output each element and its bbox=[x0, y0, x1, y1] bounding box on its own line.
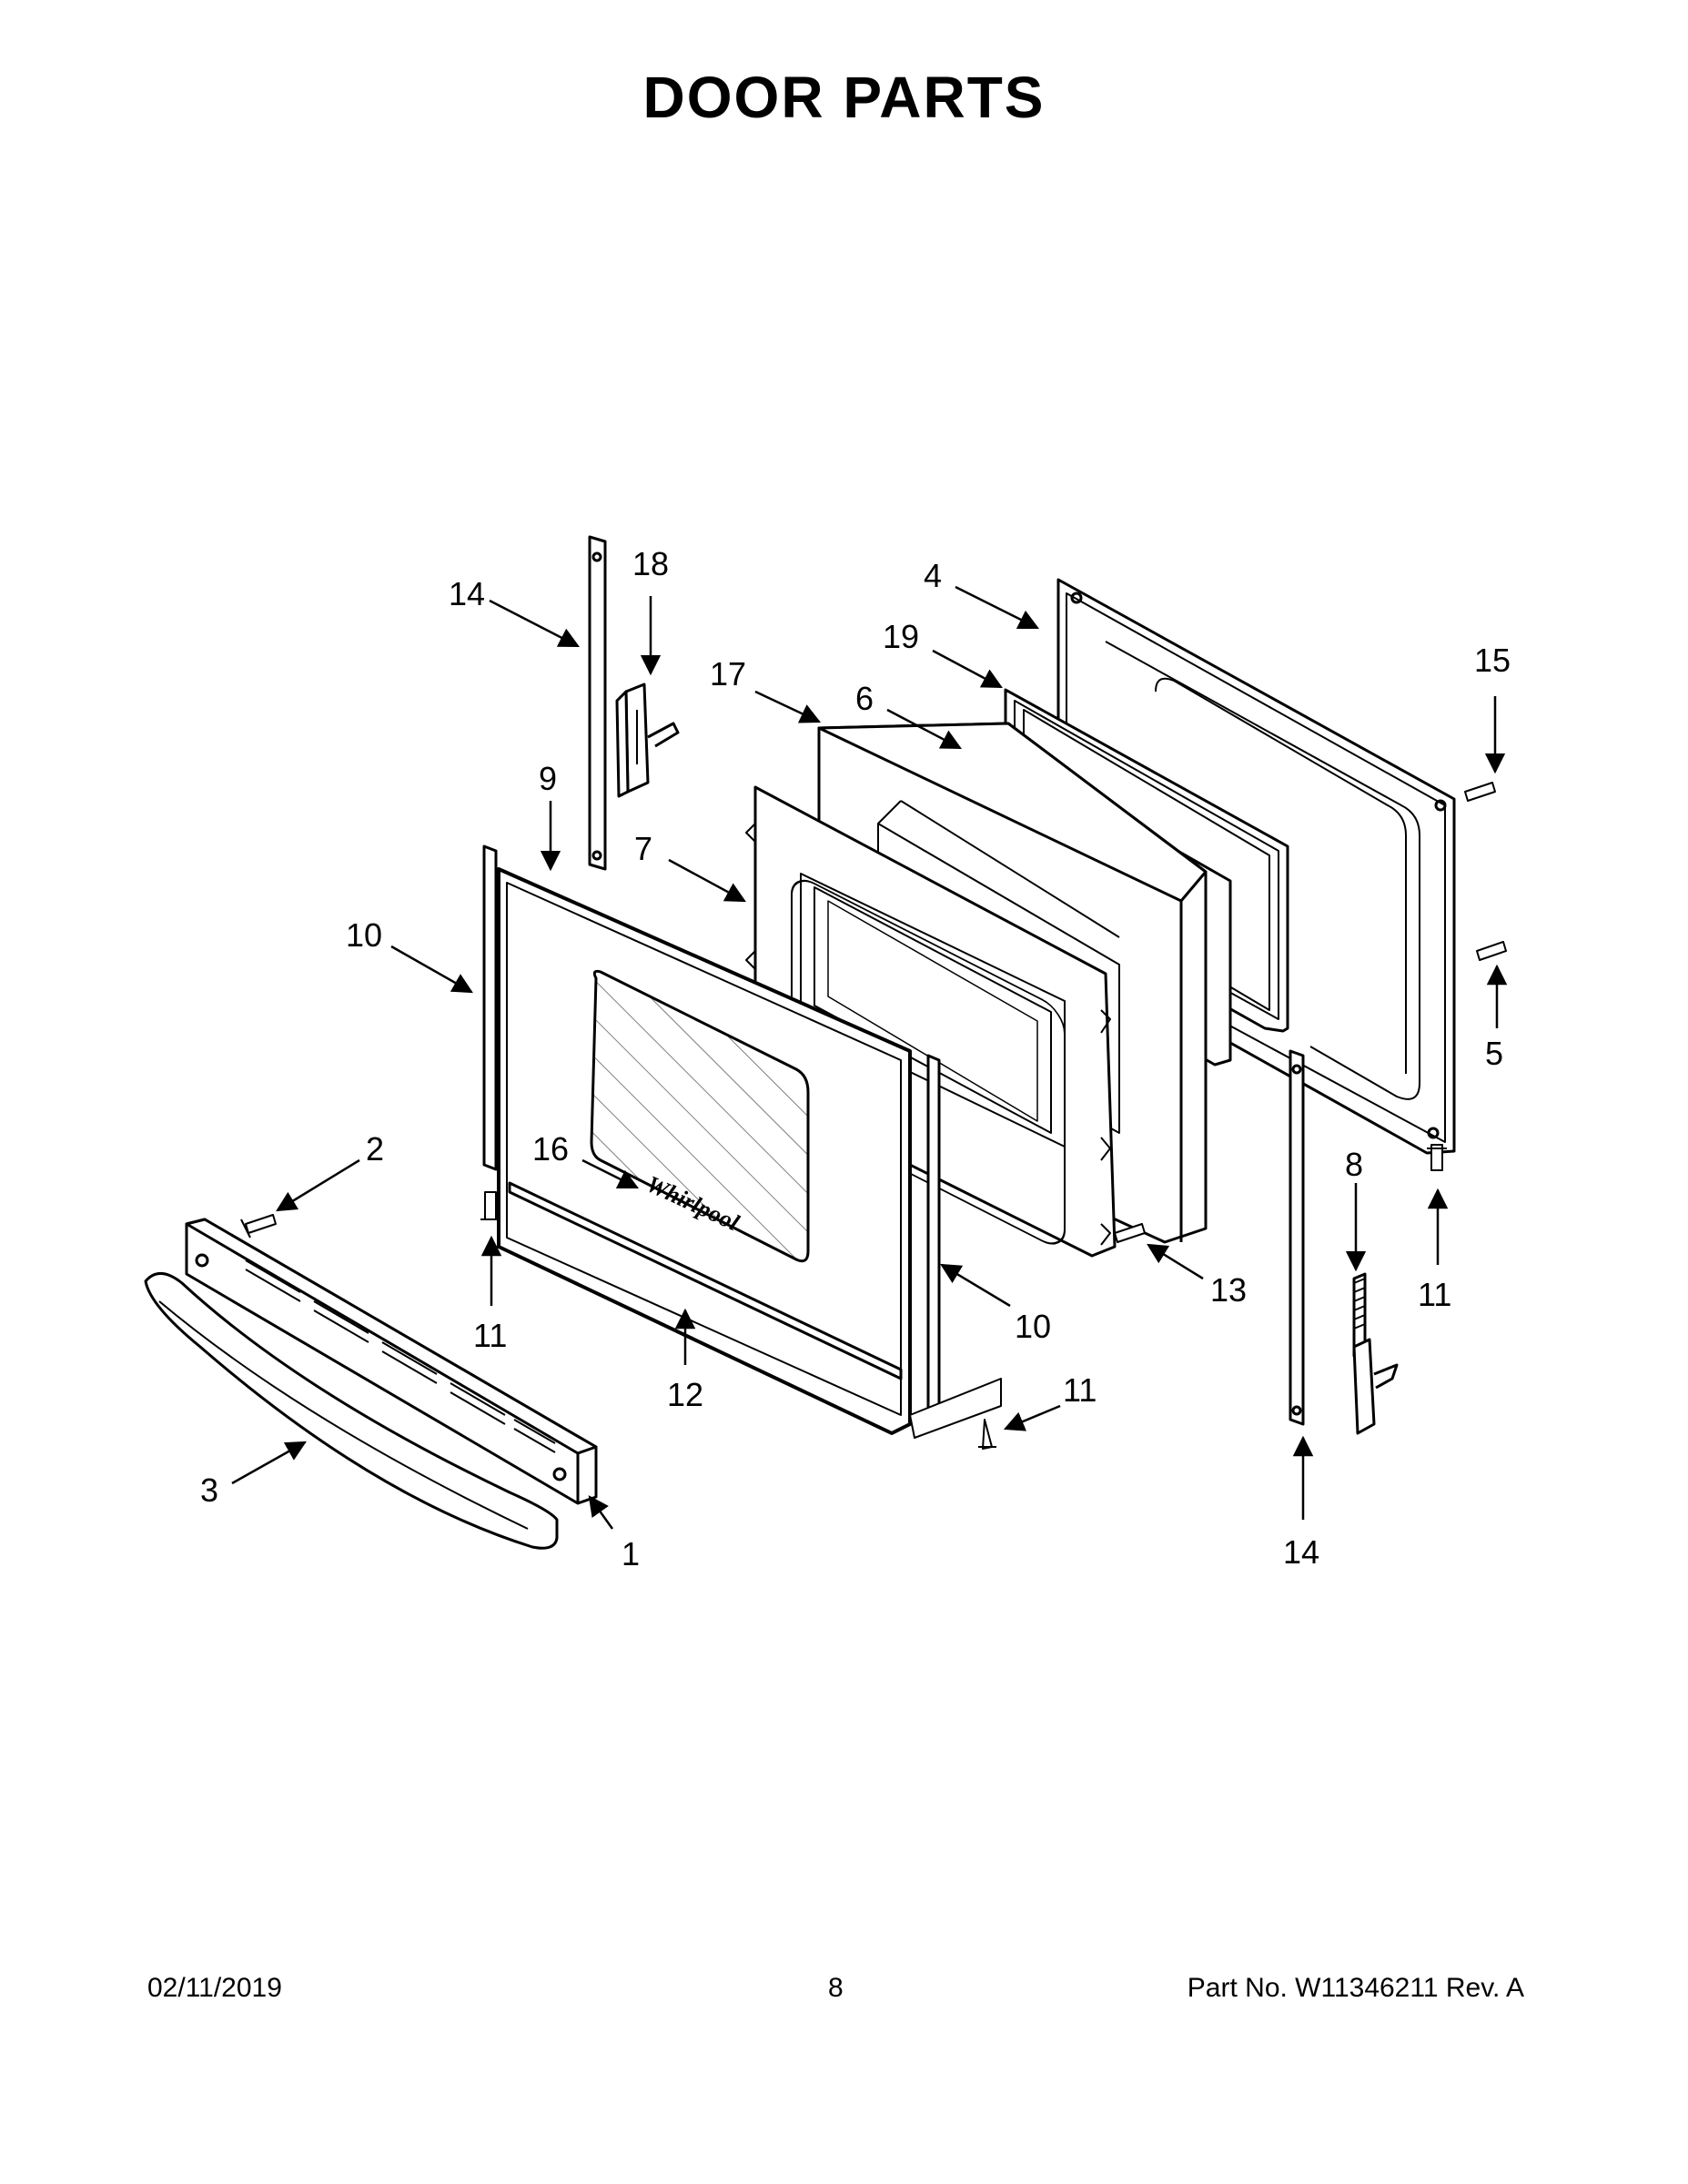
leader-10a bbox=[390, 945, 473, 994]
callout-11c: 11 bbox=[1418, 1276, 1451, 1313]
screw-11-mid bbox=[978, 1419, 996, 1450]
leader-16 bbox=[581, 1158, 640, 1189]
door-bottom-trim bbox=[508, 1181, 903, 1380]
callout-18: 18 bbox=[632, 545, 669, 582]
leader-13 bbox=[1147, 1243, 1204, 1280]
footer-page-number: 8 bbox=[828, 1973, 844, 2003]
callout-14b: 14 bbox=[1283, 1533, 1319, 1571]
callout-15: 15 bbox=[1474, 642, 1511, 679]
leader-7 bbox=[668, 858, 746, 903]
footer-date: 02/11/2019 bbox=[147, 1973, 282, 2003]
callout-16: 16 bbox=[532, 1130, 569, 1168]
leader-19 bbox=[932, 649, 1003, 689]
leader-2 bbox=[276, 1158, 360, 1212]
callout-13: 13 bbox=[1210, 1271, 1247, 1309]
hinge-bracket-left bbox=[588, 535, 607, 871]
screw-11-right bbox=[1427, 1144, 1447, 1171]
callout-7: 7 bbox=[634, 830, 652, 867]
screw-5 bbox=[1476, 941, 1507, 961]
leader-17 bbox=[754, 690, 822, 723]
screw-11-left bbox=[480, 1191, 500, 1220]
door-handle bbox=[144, 1272, 559, 1550]
callout-3: 3 bbox=[200, 1471, 218, 1509]
leader-1 bbox=[588, 1495, 614, 1530]
door-side-trim-left bbox=[482, 844, 498, 1171]
screw-15 bbox=[1464, 782, 1496, 802]
callout-19: 19 bbox=[883, 618, 919, 655]
callout-11a: 11 bbox=[473, 1317, 507, 1354]
callout-11b: 11 bbox=[1063, 1371, 1097, 1409]
leader-4 bbox=[955, 585, 1040, 630]
callout-17: 17 bbox=[710, 655, 746, 693]
door-vent-bar bbox=[185, 1218, 598, 1505]
leader-3 bbox=[231, 1441, 307, 1485]
hinge-bracket-right bbox=[1289, 1049, 1305, 1426]
leader-14a bbox=[489, 599, 580, 648]
callout-9: 9 bbox=[539, 760, 557, 797]
leader-10b bbox=[940, 1263, 1011, 1308]
callout-6: 6 bbox=[855, 680, 874, 717]
leader-11b bbox=[1003, 1404, 1061, 1431]
callout-10a: 10 bbox=[346, 916, 382, 954]
leader-6 bbox=[886, 708, 962, 750]
callout-2: 2 bbox=[366, 1130, 384, 1168]
screw-2 bbox=[240, 1214, 277, 1239]
callout-12: 12 bbox=[667, 1376, 703, 1413]
callout-5: 5 bbox=[1485, 1035, 1503, 1072]
hinge-assembly-right bbox=[1352, 1272, 1399, 1435]
page-title: DOOR PARTS bbox=[642, 65, 1046, 130]
callout-1: 1 bbox=[622, 1535, 640, 1572]
callout-14a: 14 bbox=[449, 575, 485, 612]
outer-door-front bbox=[497, 867, 912, 1435]
callout-8: 8 bbox=[1345, 1146, 1363, 1183]
door-side-trim-right bbox=[909, 1054, 1002, 1439]
callout-4: 4 bbox=[924, 557, 942, 594]
callout-10b: 10 bbox=[1015, 1308, 1051, 1345]
screw-13 bbox=[1114, 1223, 1146, 1243]
footer-part-number: Part No. W11346211 Rev. A bbox=[1187, 1973, 1524, 2003]
hinge-assembly-left bbox=[615, 682, 680, 798]
inner-door-liner bbox=[745, 785, 1117, 1258]
